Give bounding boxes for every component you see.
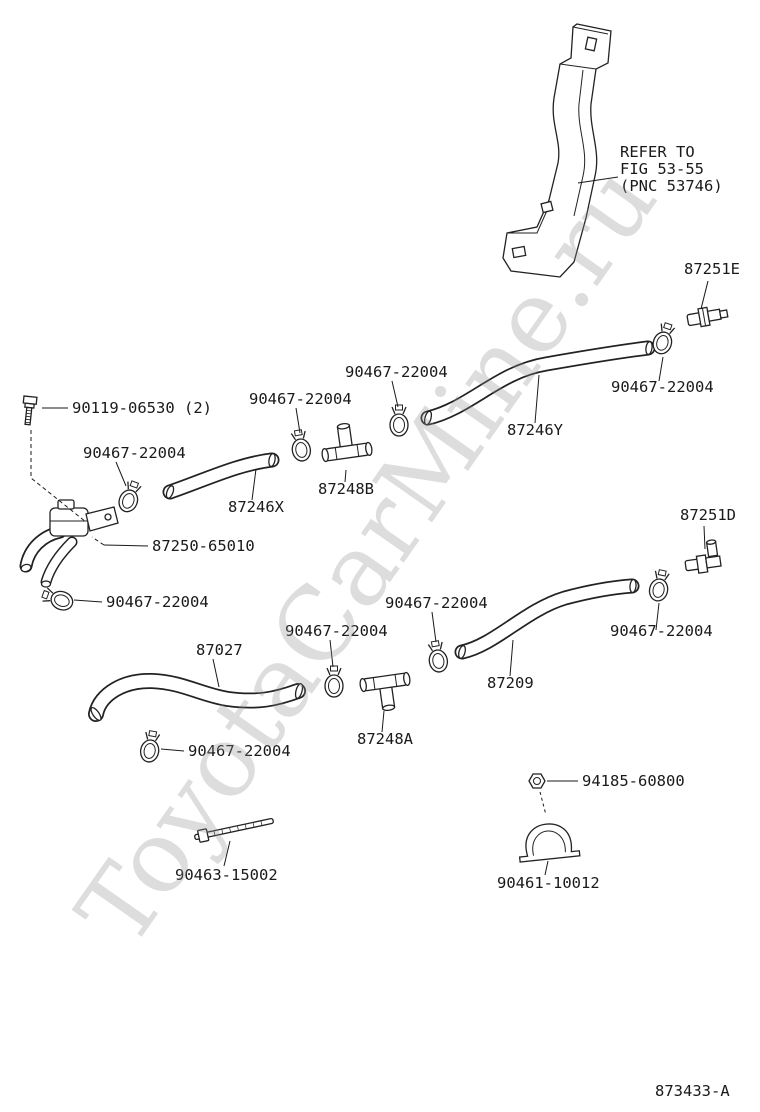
part-label-90119-06530: 90119-06530 (2) — [72, 399, 212, 417]
part-label-90467-valve-upper: 90467-22004 — [83, 444, 186, 462]
leader-line — [509, 639, 514, 677]
refer-note-line3: (PNC 53746) — [620, 177, 723, 195]
leader-line — [212, 658, 220, 688]
clamp-icon — [425, 639, 450, 675]
clamp-icon — [288, 428, 313, 464]
part-label-90463-15002: 90463-15002 — [175, 866, 278, 884]
tee-87248B-drawing — [321, 422, 373, 463]
part-label-87027: 87027 — [196, 641, 243, 659]
part-label-90467-87246Y-right: 90467-22004 — [611, 378, 714, 396]
leader-line — [381, 710, 385, 733]
clamp-icon — [646, 567, 673, 604]
part-label-87248A: 87248A — [357, 730, 414, 748]
leader-lines — [42, 176, 709, 876]
part-label-90467-87248B: 90467-22004 — [249, 390, 352, 408]
clamp-icon — [39, 584, 76, 614]
part-label-87251E: 87251E — [684, 260, 740, 278]
hose-87246Y-drawing — [420, 340, 656, 426]
part-label-87248B: 87248B — [318, 480, 374, 498]
leader-line — [534, 374, 540, 424]
mounting-bracket-drawing — [502, 23, 612, 278]
hose-87027-drawing — [88, 672, 306, 722]
heater-valve-drawing — [19, 499, 119, 588]
part-label-87251D: 87251D — [680, 506, 736, 524]
leader-line — [577, 176, 619, 184]
leader-line — [703, 525, 706, 550]
leader-line — [73, 599, 103, 603]
leader-line — [544, 860, 549, 876]
part-label-90467-87248A-right: 90467-22004 — [385, 594, 488, 612]
union-87251D-drawing — [684, 539, 722, 574]
leader-line — [103, 544, 149, 547]
part-label-87250-65010: 87250-65010 — [152, 537, 255, 555]
figure-number: 873433-A — [655, 1082, 730, 1100]
leader-line — [391, 380, 399, 408]
part-label-87209: 87209 — [487, 674, 534, 692]
hose-87209-drawing — [454, 578, 640, 660]
clamp-icon — [115, 478, 145, 515]
leader-line — [431, 611, 437, 643]
leader-line — [223, 840, 231, 867]
leader-line — [329, 639, 334, 668]
part-label-90467-valve-lower: 90467-22004 — [106, 593, 209, 611]
part-label-90461-10012: 90461-10012 — [497, 874, 600, 892]
leader-line — [91, 536, 105, 546]
leader-line — [658, 356, 664, 382]
hose-87246X-drawing — [162, 452, 280, 500]
part-label-90467-87027: 90467-22004 — [188, 742, 291, 760]
refer-note-line1: REFER TO — [620, 143, 695, 161]
leader-line — [344, 469, 347, 483]
part-label-94185-60800: 94185-60800 — [582, 772, 685, 790]
leader-line — [295, 407, 301, 434]
leader-line — [655, 602, 660, 631]
part-label-87246X: 87246X — [228, 498, 285, 516]
leader-line — [700, 280, 709, 310]
refer-note-line2: FIG 53-55 — [620, 160, 704, 178]
nut-drawing — [528, 773, 546, 789]
part-label-90467-87248A-left: 90467-22004 — [285, 622, 388, 640]
part-label-90467-87246Y-left: 90467-22004 — [345, 363, 448, 381]
union-87251E-drawing — [686, 306, 729, 328]
bolt-alignment-dashes — [30, 430, 87, 523]
leader-line — [251, 468, 257, 501]
nut-alignment-dash — [539, 791, 547, 816]
leader-line — [160, 748, 185, 752]
tee-87248A-drawing — [359, 671, 411, 712]
part-label-87246Y: 87246Y — [507, 421, 564, 439]
watermark-text: ToyotaCarMine.ru — [55, 144, 679, 966]
bolt-drawing — [22, 395, 38, 426]
hose-clamp-bracket-drawing — [518, 823, 581, 863]
part-label-90467-87209-right: 90467-22004 — [610, 622, 713, 640]
tie-strap-drawing — [194, 817, 274, 843]
leader-line — [115, 461, 127, 487]
